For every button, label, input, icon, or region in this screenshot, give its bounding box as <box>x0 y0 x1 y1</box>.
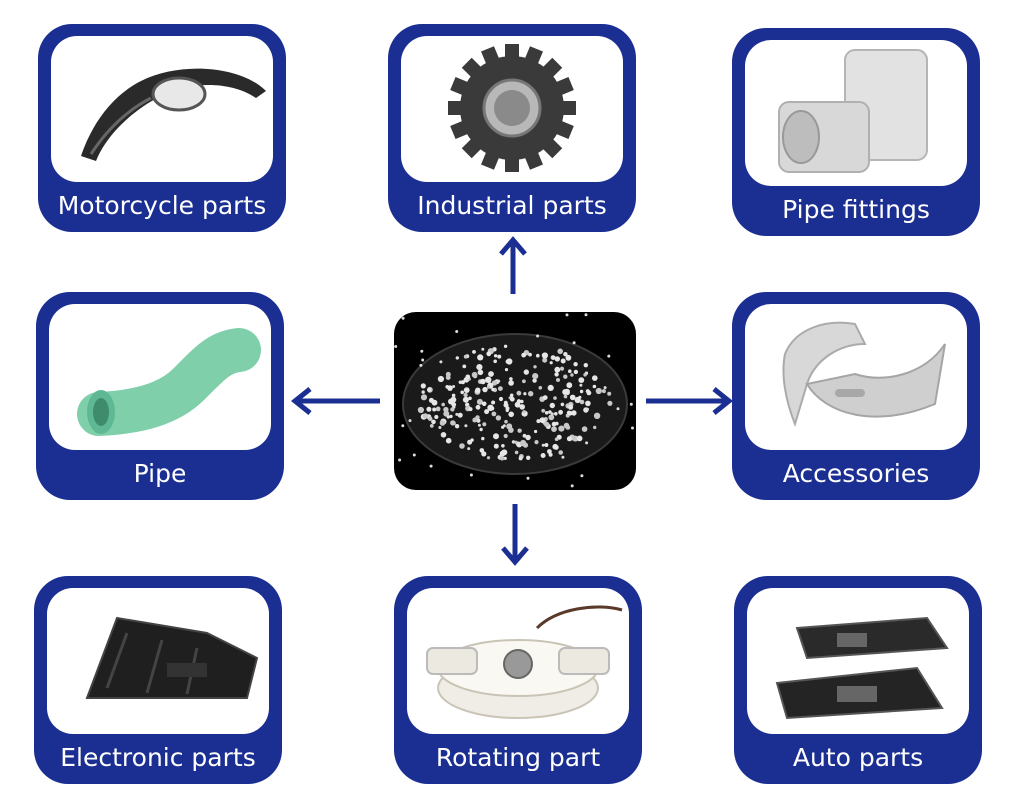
auto-part-image <box>747 588 969 734</box>
card-auto-parts[interactable]: Auto parts <box>734 576 982 784</box>
pipe-fitting-image <box>745 40 967 186</box>
electronic-part-image <box>47 588 269 734</box>
card-pipe[interactable]: Pipe <box>36 292 284 500</box>
arrow-right-icon <box>646 387 734 415</box>
card-label: Auto parts <box>792 743 924 772</box>
card-label: Industrial parts <box>417 191 607 220</box>
arrow-left-icon <box>290 387 380 415</box>
card-pipe-fittings[interactable]: Pipe fittings <box>732 28 980 236</box>
card-electronic-parts[interactable]: Electronic parts <box>34 576 282 784</box>
card-label: Motorcycle parts <box>57 191 267 220</box>
accessory-image <box>745 304 967 450</box>
card-industrial-parts[interactable]: Industrial parts <box>388 24 636 232</box>
gear-image <box>401 36 623 182</box>
pipe-image <box>49 304 271 450</box>
card-label: Pipe <box>133 459 187 488</box>
arrow-up-icon <box>499 236 527 294</box>
card-label: Pipe fittings <box>782 195 930 224</box>
card-label: Electronic parts <box>60 743 256 772</box>
card-rotating-part[interactable]: Rotating part <box>394 576 642 784</box>
card-label: Accessories <box>782 459 930 488</box>
plastic-granules-image <box>394 312 636 490</box>
card-motorcycle-parts[interactable]: Motorcycle parts <box>38 24 286 232</box>
card-label: Rotating part <box>435 743 601 772</box>
motorcycle-part-image <box>51 36 273 182</box>
arrow-down-icon <box>501 504 529 566</box>
rotating-part-image <box>407 588 629 734</box>
card-accessories[interactable]: Accessories <box>732 292 980 500</box>
